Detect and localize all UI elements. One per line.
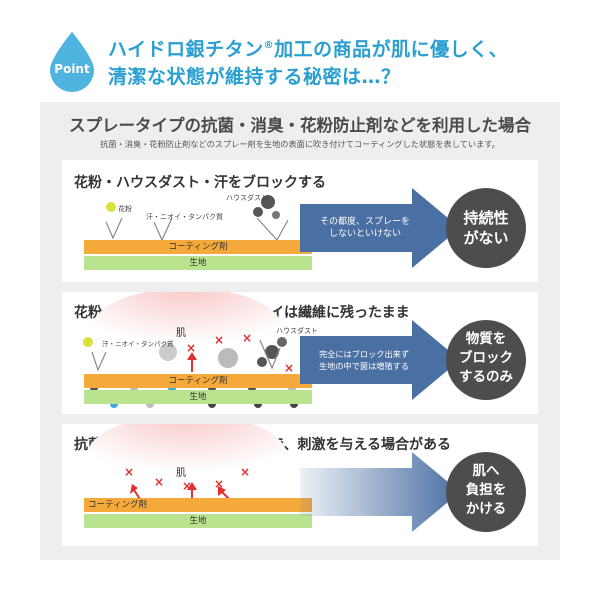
x-mark: × (240, 465, 251, 479)
card-irritation: 抗菌剤などが肌に直接ふれるので、刺激を与える場合がある 肌 × × × × × … (62, 424, 538, 546)
skin-label: 肌 (176, 328, 186, 339)
sweat-particle (159, 343, 177, 361)
coating-layer: コーティング剤 (84, 498, 312, 512)
coating-layer: コーティング剤 (84, 240, 312, 254)
result-circle (446, 452, 526, 532)
bounce-arrow (105, 217, 123, 240)
dust-particle (272, 211, 280, 219)
result-line2: ブロック (459, 350, 513, 366)
x-mark: × (214, 333, 225, 347)
point-badge: Point (54, 62, 90, 76)
result-text: 物質を ブロック するのみ (446, 330, 526, 387)
card-title: 花粉・ハウスダスト・汗をブロックする (74, 175, 326, 191)
result-line1: 持続性 (463, 209, 509, 227)
result-line3: するのみ (459, 369, 513, 385)
dust-particle (265, 345, 279, 359)
up-arrow-head (187, 352, 197, 360)
arrow-note-line1: 完全にはブロック出来ず (318, 349, 410, 359)
result-line1: 肌へ (472, 463, 500, 479)
panel-subtitle: 抗菌・消臭・花粉防止剤などのスプレー剤を生地の表面に吹き付けてコーティングした状… (100, 139, 500, 149)
dust-label: ハウスダスト (226, 194, 268, 202)
sweat-particle (218, 348, 238, 368)
dust-particle (253, 207, 263, 217)
page-title: ハイドロ銀チタン®加工の商品が肌に優しく、 清潔な状態が維持する秘密は…？ (108, 32, 578, 91)
arrow-note-line2: 生地の中で菌は増殖する (318, 361, 410, 371)
pollen-label: 花粉 (118, 205, 132, 213)
pollen-particle (83, 337, 93, 347)
result-circle (446, 188, 526, 268)
x-mark: × (214, 477, 225, 491)
dust-particle (277, 337, 287, 347)
flow-arrow (300, 452, 460, 532)
dust-label: ハウスダスト (276, 327, 318, 335)
dust-particle (261, 195, 275, 209)
panel-title: スプレータイプの抗菌・消臭・花粉防止剤などを利用した場合 (69, 116, 531, 135)
result-line2: がない (463, 229, 509, 247)
x-mark: × (182, 479, 193, 493)
fabric-layer: 生地 (84, 256, 312, 270)
result-line3: かける (465, 501, 507, 517)
skin-area (92, 292, 282, 368)
pollen-particle (106, 202, 116, 212)
bounce-arrow (259, 339, 281, 370)
x-mark: × (186, 341, 197, 355)
result-text: 肌へ 負担を かける (446, 462, 526, 519)
arrow-note-line2: しないといけない (328, 229, 401, 239)
flow-arrow (300, 320, 460, 400)
sweat-label: 汗・ニオイ・タンパク質 (146, 213, 223, 221)
result-line1: 物質を (465, 331, 507, 347)
water-drop-icon (50, 32, 94, 92)
x-mark: × (154, 475, 165, 489)
card-remain: 花粉・ハウスダスト・汗・ニオイは繊維に残ったまま 肌 × × × (62, 292, 538, 414)
skin-area (87, 424, 287, 498)
x-mark: × (124, 465, 135, 479)
fabric-layer: 生地 (84, 390, 312, 404)
bounce-arrow (91, 351, 107, 372)
fabric-layer: 生地 (84, 514, 312, 528)
dust-particle (257, 357, 267, 367)
result-circle (446, 320, 526, 400)
x-mark: × (284, 361, 295, 375)
arrow-note: その都度、スプレーを しないといけない (310, 216, 420, 240)
registered-mark: ® (263, 40, 275, 51)
skin-label: 肌 (176, 468, 186, 479)
bounce-arrow (256, 217, 289, 242)
title-line1: ハイドロ銀チタン (108, 38, 264, 61)
result-text: 持続性 がない (446, 208, 526, 248)
flow-arrow (300, 188, 460, 268)
x-mark: × (242, 331, 253, 345)
arrow-note-line1: その都度、スプレーを (319, 217, 410, 227)
card-block: 花粉・ハウスダスト・汗をブロックする 花粉 汗・ニオイ・タンパク質 ハウスダスト… (62, 160, 538, 282)
title-line1b: 加工の商品が肌に優しく、 (274, 38, 509, 61)
result-line2: 負担を (465, 482, 507, 498)
title-line2: 清潔な状態が維持する秘密は…？ (108, 66, 401, 89)
coating-layer: コーティング剤 (84, 374, 312, 388)
sweat-label: 汗・ニオイ・タンパク質 (102, 340, 174, 348)
arrow-note: 完全にはブロック出来ず 生地の中で菌は増殖する (306, 348, 422, 372)
up-arrow-head (187, 482, 197, 490)
